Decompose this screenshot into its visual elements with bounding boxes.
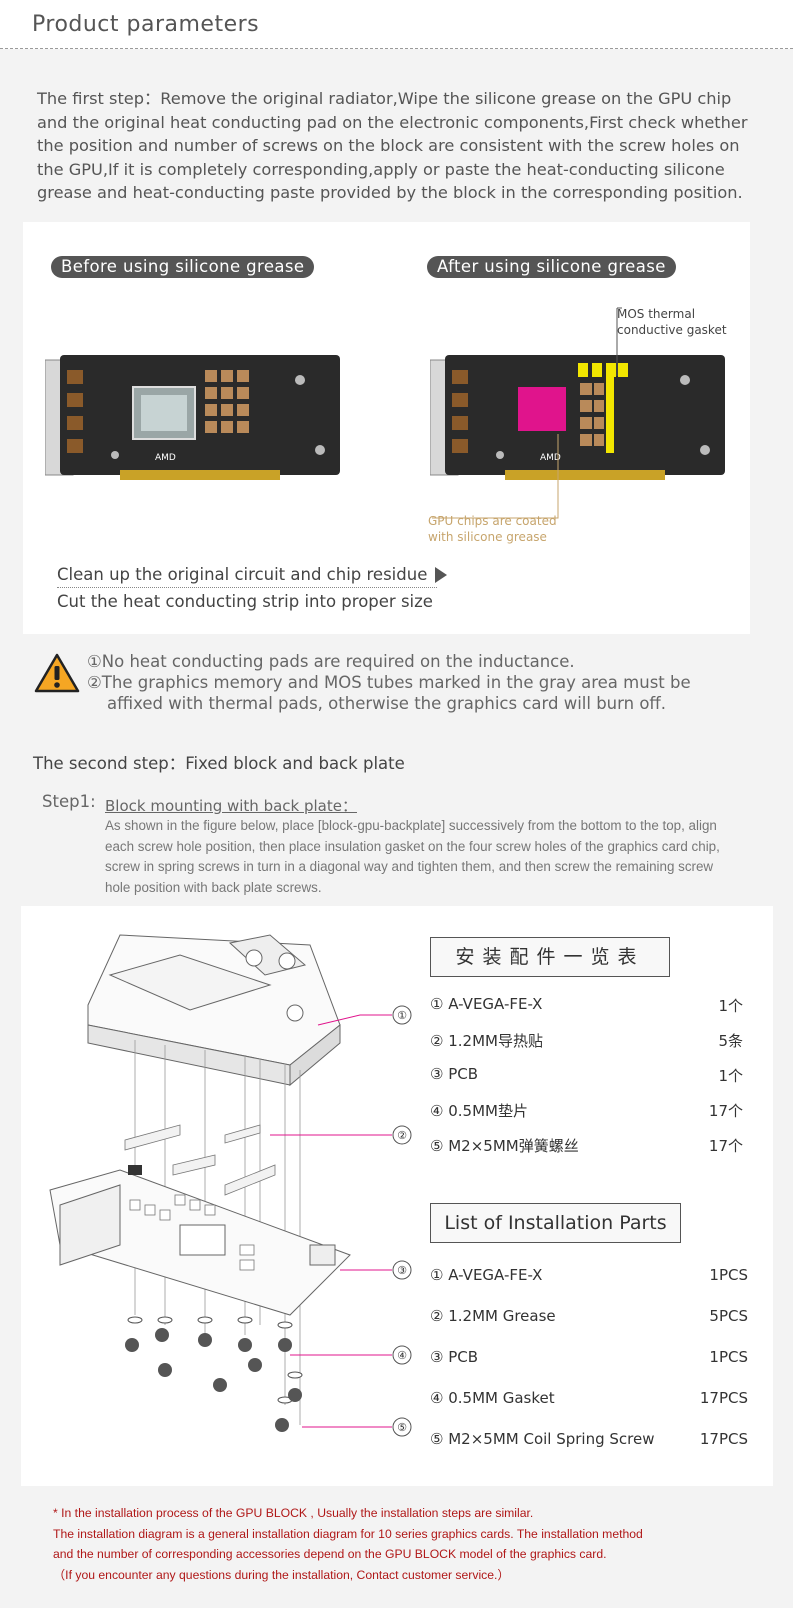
part-en-3-qty: 1PCS	[709, 1348, 748, 1366]
card-after-image: AMD	[430, 355, 725, 480]
prep-step-cut: Cut the heat conducting strip into prope…	[57, 592, 433, 611]
pcb-chip-mark	[128, 1165, 142, 1175]
callout-3: ③	[397, 1264, 407, 1277]
gpu-label-line1: GPU chips are coated	[428, 514, 557, 528]
part-en-2-name: ② 1.2MM Grease	[430, 1307, 556, 1325]
warning-icon	[34, 653, 80, 693]
note-line1: * In the installation process of the GPU…	[53, 1506, 534, 1520]
step1-label: Step1:	[42, 792, 96, 811]
mos-label-line1: MOS thermal	[617, 307, 696, 321]
step1-subtitle: Block mounting with back plate：	[105, 797, 357, 815]
part-en-5-name: ⑤ M2×5MM Coil Spring Screw	[430, 1430, 655, 1448]
after-label: After using silicone grease	[427, 256, 676, 278]
callout-1: ①	[397, 1009, 407, 1022]
callout-2: ②	[397, 1129, 407, 1142]
gpu-callout-line	[432, 434, 559, 519]
part-cn-1-name: ① A-VEGA-FE-X	[430, 995, 543, 1013]
chip-brand-after: AMD	[540, 453, 561, 463]
chip-brand-before: AMD	[155, 453, 176, 463]
callout-4: ④	[397, 1349, 407, 1362]
mos-callout-line	[616, 307, 622, 376]
prep-step-clean-text: Clean up the original circuit and chip r…	[57, 565, 428, 584]
note-line4: （If you encounter any questions during t…	[53, 1568, 510, 1582]
part-en-5-qty: 17PCS	[699, 1430, 748, 1448]
part-cn-2-qty: 5条	[718, 1032, 743, 1050]
part-cn-2-name: ② 1.2MM导热贴	[430, 1032, 543, 1050]
part-cn-4-name: ④ 0.5MM垫片	[430, 1102, 528, 1120]
mos-label-line2: conductive gasket	[617, 323, 727, 337]
part-cn-3-name: ③ PCB	[430, 1065, 479, 1083]
part-en-3-name: ③ PCB	[430, 1348, 479, 1366]
intro-paragraph: The first step：Remove the original radia…	[37, 89, 748, 202]
warning-line2: ②The graphics memory and MOS tubes marke…	[87, 673, 691, 692]
part-cn-4-qty: 17个	[708, 1102, 743, 1120]
part-cn-1-qty: 1个	[718, 997, 743, 1015]
prep-step-clean: Clean up the original circuit and chip r…	[57, 565, 447, 588]
card-before-image: AMD	[45, 355, 340, 480]
part-en-2-qty: 5PCS	[709, 1307, 748, 1325]
warning-line3: affixed with thermal pads, otherwise the…	[107, 694, 667, 713]
page-header	[0, 0, 793, 49]
exploded-diagram: ① ② ③ ④ ⑤	[49, 934, 412, 1437]
gpu-label-line2: with silicone grease	[428, 530, 547, 544]
note-line3: and the number of corresponding accessor…	[53, 1547, 607, 1561]
second-step-title: The second step：Fixed block and back pla…	[33, 754, 405, 773]
warning-line1: ①No heat conducting pads are required on…	[87, 652, 575, 671]
step1-body: As shown in the figure below, place [blo…	[105, 818, 720, 895]
play-arrow-icon	[434, 567, 447, 583]
callout-5: ⑤	[397, 1421, 407, 1434]
part-en-4-name: ④ 0.5MM Gasket	[430, 1389, 555, 1407]
parts-title-cn: 安装配件一览表	[430, 937, 670, 977]
part-cn-3-qty: 1个	[718, 1067, 743, 1085]
part-en-4-qty: 17PCS	[699, 1389, 748, 1407]
page-title: Product parameters	[32, 12, 260, 37]
part-cn-5-name: ⑤ M2×5MM弹簧螺丝	[430, 1137, 579, 1155]
before-label: Before using silicone grease	[51, 256, 315, 278]
part-cn-5-qty: 17个	[708, 1137, 743, 1155]
note-line2: The installation diagram is a general in…	[53, 1527, 643, 1541]
part-en-1-qty: 1PCS	[709, 1266, 748, 1284]
parts-title-en: List of Installation Parts	[430, 1203, 681, 1243]
part-en-1-name: ① A-VEGA-FE-X	[430, 1266, 543, 1284]
